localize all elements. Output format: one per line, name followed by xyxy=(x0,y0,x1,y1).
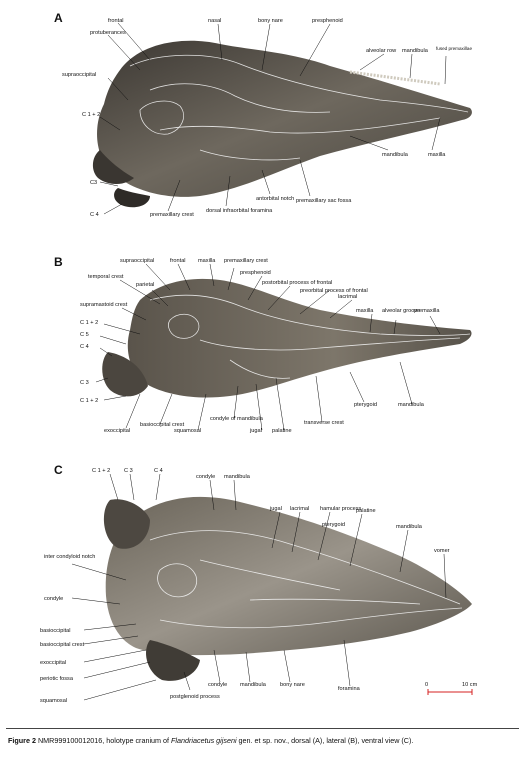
label-c-condyle-top: condyle xyxy=(196,474,215,480)
label-b-presphenoid: presphenoid xyxy=(240,270,271,276)
label-b-transverse-crest: transverse crest xyxy=(304,420,344,426)
caption-taxon: Flandriacetus gijseni xyxy=(171,736,237,745)
scale-bar: 0 10 cm xyxy=(425,682,478,695)
panel-b-leaders xyxy=(95,263,441,431)
label-b-postorbital-process: postorbital process of frontal xyxy=(262,280,332,286)
skull-ventral-specimen xyxy=(103,496,472,681)
panel-b-labels: supraoccipital frontal maxilla premaxill… xyxy=(80,258,440,434)
label-maxilla: maxilla xyxy=(428,152,446,158)
label-c-c3: C 3 xyxy=(124,468,133,474)
skull-dorsal-specimen xyxy=(92,40,472,208)
panel-a-leaders xyxy=(99,22,447,215)
label-b-c12b: C 1 + 2 xyxy=(80,398,98,404)
label-c-mandibula-right: mandibula xyxy=(396,524,423,530)
label-b-c12: C 1 + 2 xyxy=(80,320,98,326)
label-presphenoid: presphenoid xyxy=(312,18,343,24)
panel-a: A xyxy=(54,11,472,218)
label-c-intercondyloid-notch: inter condyloid notch xyxy=(44,554,95,560)
label-c-mandibula-bottom: mandibula xyxy=(240,682,267,688)
label-c3: C3 xyxy=(90,180,97,186)
panel-c: C 0 10 cm xyxy=(40,463,478,704)
label-c-jugal: jugal xyxy=(269,506,282,512)
label-b-jugal: jugal xyxy=(249,428,262,434)
label-b-parietal: parietal xyxy=(136,282,154,288)
label-c12: C 1 + 2 xyxy=(82,112,100,118)
label-b-temporal-crest: temporal crest xyxy=(88,274,124,280)
label-c-condyle-bottom: condyle xyxy=(208,682,227,688)
label-c-pterygoid: pterygoid xyxy=(322,522,345,528)
label-frontal: frontal xyxy=(108,18,124,24)
label-alveolar-row: alveolar row xyxy=(366,48,397,54)
label-nasal: nasal xyxy=(208,18,221,24)
panel-letter-b: B xyxy=(54,255,63,269)
label-b-condyle-of-mandibula: condyle of mandibula xyxy=(210,416,264,422)
caption-text-after: gen. et sp. nov., dorsal (A), lateral (B… xyxy=(236,736,414,745)
caption-label: Figure 2 xyxy=(8,736,36,745)
label-b-preorbital-process: preorbital process of frontal xyxy=(300,288,368,294)
label-b-c4: C 4 xyxy=(80,344,89,350)
label-c-basioccipital: basioccipital xyxy=(40,628,70,634)
label-mandibula-right: mandibula xyxy=(382,152,409,158)
label-dorsal-infraorbital-foramina: dorsal infraorbital foramina xyxy=(206,208,273,214)
label-b-premaxilla: premaxilla xyxy=(414,308,440,314)
label-b-c3: C 3 xyxy=(80,380,89,386)
scale-ten-cm: 10 cm xyxy=(462,682,478,688)
label-c-hamular-process: hamular process xyxy=(320,506,362,512)
label-b-lacrimal: lacrimal xyxy=(338,294,357,300)
label-c-periotic-fossa: periotic fossa xyxy=(40,676,74,682)
label-b-c5: C 5 xyxy=(80,332,89,338)
label-b-squamosal: squamosal xyxy=(174,428,201,434)
label-b-palatine: palatine xyxy=(272,428,292,434)
label-c-c12: C 1 + 2 xyxy=(92,468,110,474)
label-b-pterygoid: pterygoid xyxy=(354,402,377,408)
label-c-foramina: foramina xyxy=(338,686,361,692)
label-b-supramastoid-crest: supramastoid crest xyxy=(80,302,128,308)
panel-c-labels: C 1 + 2 C 3 C 4 condyle mandibula jugal … xyxy=(40,468,450,704)
label-c-mandibula-top: mandibula xyxy=(224,474,251,480)
label-premaxillary-sac-fossa: premaxillary sac fossa xyxy=(296,198,352,204)
label-bony-nare: bony nare xyxy=(258,18,283,24)
label-premaxillary-crest: premaxillary crest xyxy=(150,212,194,218)
label-b-frontal: frontal xyxy=(170,258,186,264)
figure-caption: Figure 2 NMR999100012016, holotype crani… xyxy=(8,736,518,745)
label-b-basioccipital-crest: basioccipital crest xyxy=(140,422,185,428)
label-b-supraoccipital: supraoccipital xyxy=(120,258,154,264)
label-b-maxilla-top: maxilla xyxy=(198,258,216,264)
label-c-lacrimal: lacrimal xyxy=(290,506,309,512)
label-b-alveolar-groove: alveolar groove xyxy=(382,308,420,314)
label-c-exoccipital: exoccipital xyxy=(40,660,66,666)
panel-b: B xyxy=(54,255,472,434)
label-mandibula-top: mandibula xyxy=(402,48,429,54)
label-c-vomer: vomer xyxy=(434,548,450,554)
label-antorbital-notch: antorbital notch xyxy=(256,196,294,202)
label-c-c4: C 4 xyxy=(154,468,163,474)
caption-text-before: NMR999100012016, holotype cranium of xyxy=(35,736,172,745)
label-b-premaxillary-crest: premaxillary crest xyxy=(224,258,268,264)
panel-letter-a: A xyxy=(54,11,63,25)
label-c-palatine: palatine xyxy=(356,508,376,514)
label-supraoccipital: supraoccipital xyxy=(62,72,96,78)
panel-c-leaders xyxy=(71,473,447,701)
label-protuberances: protuberances xyxy=(90,30,126,36)
label-c-postglenoid-process: postglenoid process xyxy=(170,694,220,700)
label-c-basioccipital-crest: basioccipital crest xyxy=(40,642,85,648)
panel-a-labels: frontal protuberances supraoccipital C 1… xyxy=(62,18,472,218)
label-c-bony-nare: bony nare xyxy=(280,682,305,688)
label-c-condyle-left: condyle xyxy=(44,596,63,602)
label-c-squamosal: squamosal xyxy=(40,698,67,704)
scale-zero: 0 xyxy=(425,682,428,688)
caption-rule xyxy=(6,728,519,729)
label-c4: C 4 xyxy=(90,212,99,218)
label-fused-premaxillae: fused premaxillae xyxy=(436,46,472,51)
panel-letter-c: C xyxy=(54,463,63,477)
label-b-exoccipital: exoccipital xyxy=(104,428,130,434)
label-b-mandibula: mandibula xyxy=(398,402,425,408)
skull-lateral-specimen xyxy=(102,278,472,398)
label-b-maxilla-right: maxilla xyxy=(356,308,374,314)
